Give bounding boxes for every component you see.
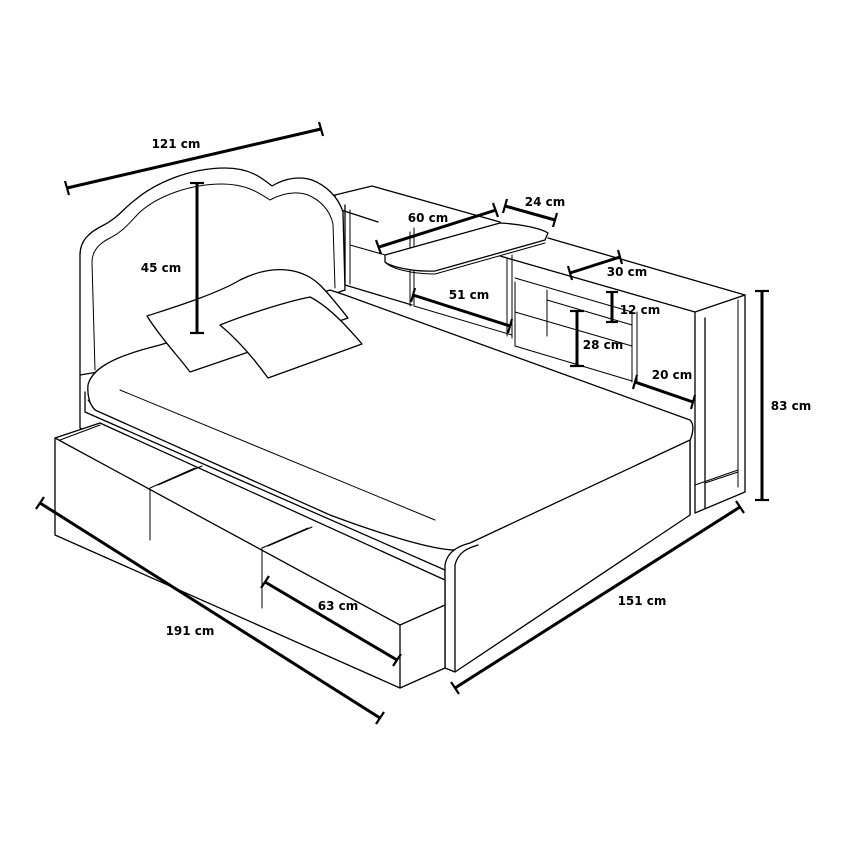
bed-frame <box>84 391 691 673</box>
dim-line-headboard-width <box>66 127 322 190</box>
label-shelf-top-depth: 24 cm <box>525 195 566 209</box>
bookcase-unit <box>334 185 746 516</box>
label-headboard-width: 121 cm <box>152 137 201 151</box>
label-overall-width: 151 cm <box>618 594 667 608</box>
label-side-unit-depth: 20 cm <box>652 368 693 382</box>
label-headboard-height: 45 cm <box>141 261 182 275</box>
dim-line-overall-length <box>39 501 381 720</box>
label-overall-length: 191 cm <box>166 624 215 638</box>
dim-line-shelf-top-depth <box>504 204 556 222</box>
dim-line-drawer-length <box>264 580 398 662</box>
dimension-lines <box>35 121 769 725</box>
label-shelf-top-length: 60 cm <box>408 211 449 225</box>
bed-illustration <box>54 167 746 689</box>
drawers <box>54 422 446 689</box>
dim-line-overall-width <box>454 505 741 690</box>
shelf-top <box>384 222 549 275</box>
label-small-shelf-height: 12 cm <box>620 303 661 317</box>
dim-line-side-shelf-width <box>569 255 621 275</box>
label-drawer-length: 63 cm <box>318 599 359 613</box>
dim-line-side-unit-depth <box>634 380 694 404</box>
label-side-shelf-width: 30 cm <box>607 265 648 279</box>
dim-line-shelf-top-length <box>378 208 497 249</box>
label-compartment-width: 51 cm <box>449 288 490 302</box>
dimension-labels: 121 cm 45 cm 60 cm 24 cm 51 cm 30 cm 12 … <box>141 137 812 638</box>
pillows <box>146 269 363 379</box>
dim-line-compartment-width <box>412 293 511 328</box>
label-overall-height: 83 cm <box>771 399 812 413</box>
label-tall-shelf-height: 28 cm <box>583 338 624 352</box>
